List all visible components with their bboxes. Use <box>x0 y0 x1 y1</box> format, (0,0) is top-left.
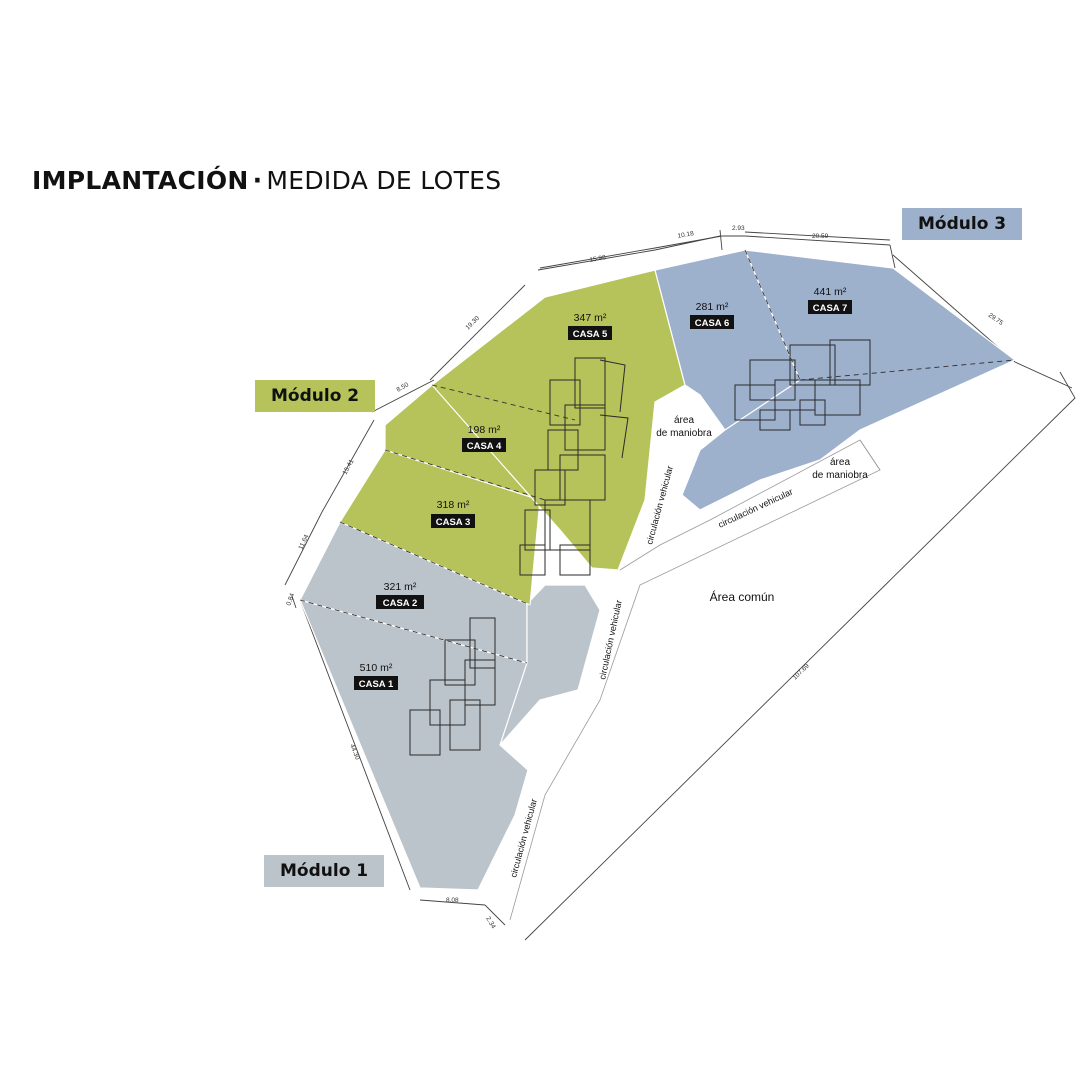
casa-label: CASA 5 <box>573 329 608 340</box>
houses-module-3 <box>734 339 871 431</box>
circulacion-vehicular-1: circulación vehicular <box>644 465 675 546</box>
lot-division-lines <box>299 249 1016 664</box>
casa-label: CASA 2 <box>383 598 418 609</box>
lot-area: 321 m² <box>384 581 417 593</box>
dim-20-59: 20.59 <box>812 233 829 240</box>
casa-badge <box>462 438 506 452</box>
casa-label: CASA 4 <box>467 441 502 452</box>
dim-44-30: 44.30 <box>348 743 361 761</box>
casa-badge <box>431 514 475 528</box>
circulacion-vehicular-3: circulación vehicular <box>597 599 624 680</box>
lot-area: 347 m² <box>574 312 607 324</box>
lot-area: 198 m² <box>468 424 501 436</box>
module-2-tag: Módulo 2 <box>255 380 376 412</box>
lot-casa-5 <box>431 269 686 571</box>
casa-badge <box>354 676 398 690</box>
dim-8-50: 8.50 <box>396 381 411 394</box>
lot-label-casa-3: 318 m² CASA 3 <box>431 499 475 528</box>
page-title: IMPLANTACIÓN·MEDIDA DE LOTES <box>32 166 501 195</box>
lot-label-casa-7: 441 m² CASA 7 <box>808 286 852 314</box>
lot-labels: 510 m² CASA 1 321 m² CASA 2 318 m² CASA … <box>354 286 852 690</box>
lot-area: 510 m² <box>360 662 393 674</box>
dim-8-08: 8.08 <box>446 897 459 904</box>
casa-label: CASA 7 <box>813 303 848 314</box>
lots-layer <box>298 249 1017 891</box>
dim-19-30: 19.30 <box>464 315 481 332</box>
casa-badge <box>808 300 852 314</box>
lot-label-casa-2: 321 m² CASA 2 <box>376 581 424 609</box>
casa-label: CASA 6 <box>695 318 730 329</box>
area-maniobra-right-1: área <box>830 457 850 468</box>
dim-2-34: 2.34 <box>484 916 497 931</box>
houses-module-1 <box>409 617 496 756</box>
casa-label: CASA 3 <box>436 517 471 528</box>
lot-label-casa-6: 281 m² CASA 6 <box>690 301 734 329</box>
lot-area: 318 m² <box>437 499 470 511</box>
title-subtitle: MEDIDA DE LOTES <box>266 166 502 195</box>
dim-0-84: 0.84 <box>285 592 296 607</box>
dim-2-93: 2.93 <box>732 225 745 232</box>
casa-badge <box>568 326 612 340</box>
casa-badge <box>376 595 424 609</box>
module1-east <box>499 584 601 746</box>
title-separator: · <box>252 166 263 195</box>
lot-label-casa-1: 510 m² CASA 1 <box>354 662 398 690</box>
lot-label-casa-4: 198 m² CASA 4 <box>462 424 506 452</box>
area-maniobra-top-2: de maniobra <box>656 428 712 439</box>
dim-107-69: 107.69 <box>792 662 811 681</box>
lot-area: 281 m² <box>696 301 729 313</box>
house-footprints <box>409 339 871 756</box>
houses-module-2 <box>519 357 629 576</box>
dim-11-64: 11.64 <box>297 533 310 551</box>
dim-15-41: 15.41 <box>342 458 356 476</box>
area-maniobra-top-1: área <box>674 415 694 426</box>
area-maniobra-right-2: de maniobra <box>812 470 868 481</box>
title-bold: IMPLANTACIÓN <box>32 166 249 195</box>
lot-label-casa-5: 347 m² CASA 5 <box>568 312 612 340</box>
lot-area: 441 m² <box>814 286 847 298</box>
casa-label: CASA 1 <box>359 679 394 690</box>
dim-15-98: 15.98 <box>589 254 607 264</box>
road-edges <box>509 439 881 921</box>
casa-badge <box>690 315 734 329</box>
module-1-tag: Módulo 1 <box>264 855 385 887</box>
area-comun-label: Área común <box>710 589 775 604</box>
dimension-lines <box>284 229 1076 941</box>
dim-29-75: 29.75 <box>987 312 1005 327</box>
dim-10-18: 10.18 <box>677 230 695 240</box>
module-3-tag: Módulo 3 <box>902 208 1023 240</box>
